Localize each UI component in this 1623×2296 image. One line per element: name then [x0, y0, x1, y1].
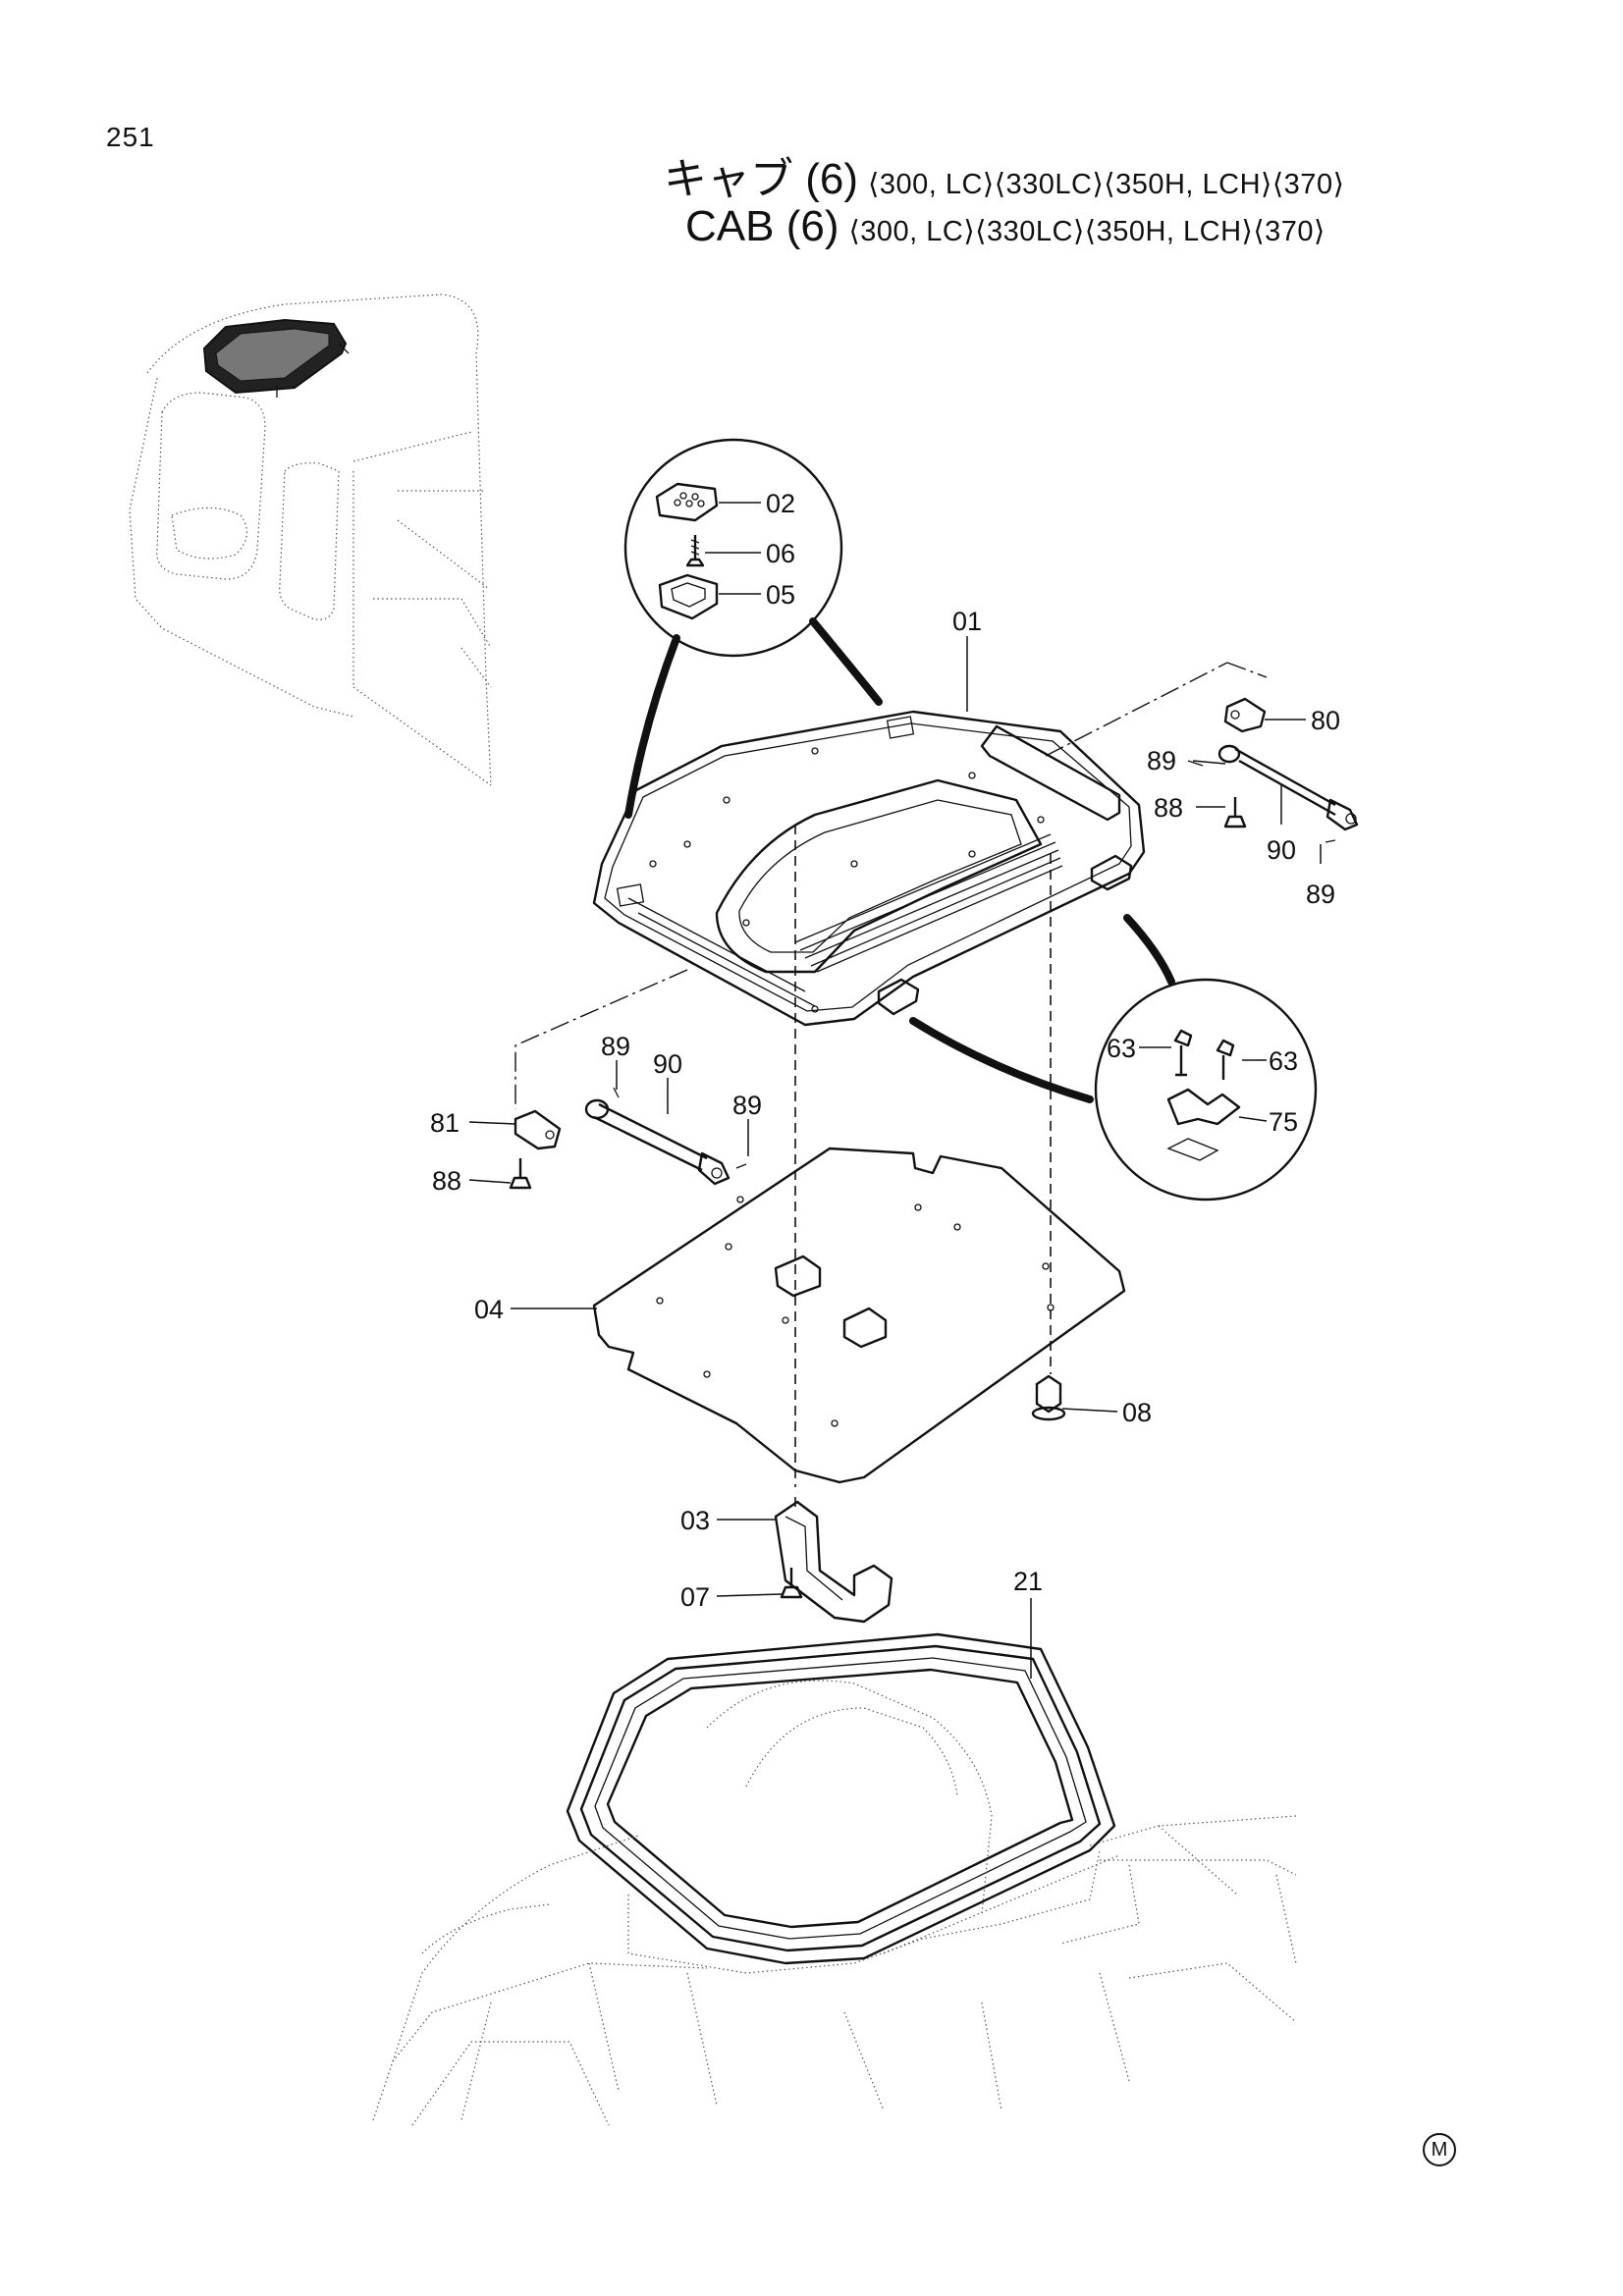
- part-01-hatch-frame: [592, 710, 1146, 1027]
- callout-04: 04: [474, 1295, 504, 1324]
- callout-05: 05: [766, 580, 795, 610]
- corner-mark: M: [1423, 2133, 1456, 2166]
- part-08-nut: [1031, 1374, 1066, 1421]
- callout-06: 06: [766, 539, 795, 568]
- part-03-grip-handle: [774, 1500, 893, 1624]
- title-variants-en: ⟨300, LC⟩⟨330LC⟩⟨350H, LCH⟩⟨370⟩: [848, 216, 1325, 247]
- callout-88-right: 88: [1154, 793, 1183, 823]
- title-english-text: CAB (6): [685, 202, 839, 250]
- leader-lines: [468, 502, 1322, 1679]
- callout-89-upper-right: 89: [1147, 746, 1176, 775]
- callout-07: 07: [680, 1582, 710, 1612]
- part-04-trim-plate: [592, 1147, 1126, 1484]
- part-02-cover: [655, 482, 719, 522]
- callout-90-right: 90: [1267, 835, 1296, 865]
- part-07-bolt: [780, 1568, 803, 1599]
- callout-21: 21: [1013, 1567, 1043, 1596]
- callout-89-left-b: 89: [732, 1091, 762, 1120]
- callout-08: 08: [1122, 1398, 1152, 1427]
- detail-circle-right: [909, 914, 1318, 1201]
- callout-63-right: 63: [1269, 1046, 1298, 1076]
- cab-roof-sketch: [372, 1680, 1297, 2126]
- detail-circle-top: [623, 438, 883, 819]
- callout-63-left: 63: [1107, 1034, 1136, 1063]
- title-japanese: キャブ (6) ⟨300, LC⟩⟨330LC⟩⟨350H, LCH⟩⟨370⟩: [664, 143, 1344, 206]
- callout-01: 01: [952, 607, 982, 636]
- part-21-seal: [566, 1632, 1116, 1965]
- page-number: 251: [106, 122, 155, 152]
- title-english: CAB (6) ⟨300, LC⟩⟨330LC⟩⟨350H, LCH⟩⟨370⟩: [685, 202, 1325, 251]
- callout-03: 03: [680, 1506, 710, 1535]
- callout-02: 02: [766, 489, 795, 518]
- callout-80: 80: [1311, 706, 1340, 735]
- title-japanese-text: キャブ (6): [664, 155, 858, 203]
- part-05-seat: [658, 573, 719, 620]
- callout-88-left: 88: [432, 1166, 461, 1196]
- damper-left-assembly: [509, 1087, 747, 1190]
- callout-81: 81: [430, 1108, 460, 1138]
- part-06-bolt: [685, 535, 705, 567]
- title-variants-jp: ⟨300, LC⟩⟨330LC⟩⟨350H, LCH⟩⟨370⟩: [868, 169, 1345, 200]
- callout-90-left: 90: [653, 1049, 682, 1079]
- cab-overview-sketch: [129, 294, 492, 786]
- callout-89-lower-right: 89: [1306, 880, 1335, 909]
- callout-89-left-a: 89: [601, 1032, 630, 1061]
- damper-right-assembly: [1187, 697, 1359, 843]
- callout-75: 75: [1269, 1107, 1298, 1137]
